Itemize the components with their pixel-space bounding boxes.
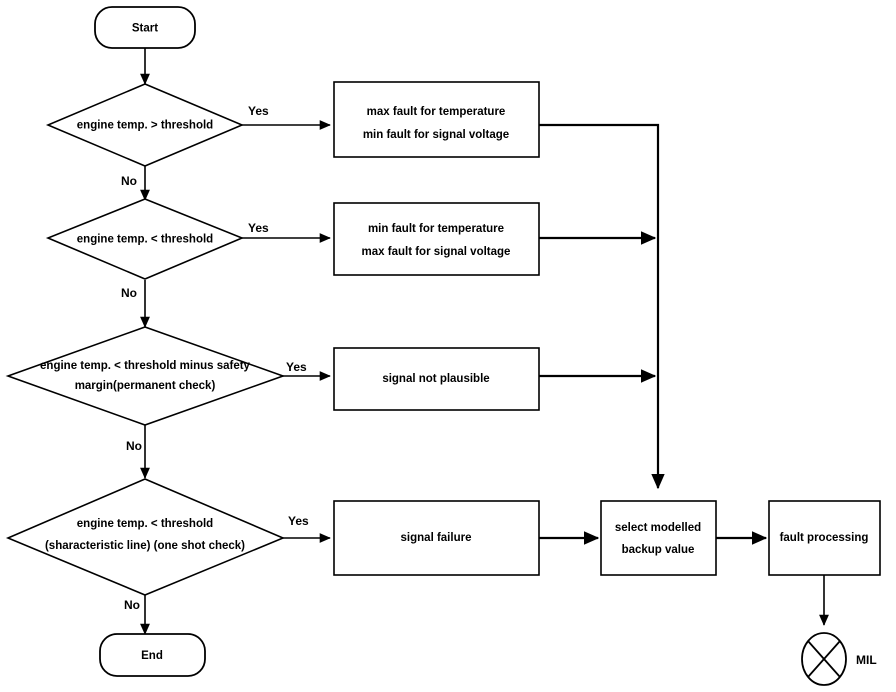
node-decision1-label: engine temp. > threshold <box>77 120 213 132</box>
node-process1-label-line2: min fault for signal voltage <box>363 129 509 141</box>
node-process1-label-line1: max fault for temperature <box>367 106 506 118</box>
edge-label-yes-2: Yes <box>248 221 269 235</box>
node-decision3[interactable] <box>5 326 286 426</box>
edge-label-no-3: No <box>126 439 142 453</box>
edge-label-yes-3: Yes <box>286 360 307 374</box>
node-process2-label-line1: min fault for temperature <box>368 223 504 235</box>
edge-label-no-4: No <box>124 598 140 612</box>
node-decision4[interactable] <box>5 478 286 596</box>
mil-lamp-cross-2-icon <box>807 640 841 678</box>
node-end-label: End <box>141 650 163 662</box>
node-decision3-label-line1: engine temp. < threshold minus safety <box>40 360 251 372</box>
node-end[interactable] <box>99 633 206 677</box>
edge-label-no-2: No <box>121 286 137 300</box>
node-decision2[interactable] <box>45 198 245 280</box>
node-fault-processing-label: fault processing <box>780 532 869 544</box>
node-process4[interactable] <box>333 500 540 576</box>
node-backup-label-line2: backup value <box>622 544 695 556</box>
edge-label-yes-4: Yes <box>288 514 309 528</box>
node-backup-label-line1: select modelled <box>615 522 701 534</box>
node-process4-label: signal failure <box>401 532 472 544</box>
node-decision2-label: engine temp. < threshold <box>77 234 213 246</box>
node-decision4-label-line2: (sharacteristic line) (one shot check) <box>45 540 245 552</box>
edge-label-yes-1: Yes <box>248 104 269 118</box>
connector-process1-to-backup <box>539 123 665 490</box>
node-start[interactable] <box>94 6 196 49</box>
node-process3[interactable] <box>333 347 540 411</box>
mil-label: MIL <box>856 653 877 667</box>
node-decision3-label-line2: margin(permanent check) <box>75 380 216 392</box>
node-process2-label-line2: max fault for signal voltage <box>362 246 511 258</box>
node-decision1[interactable] <box>45 83 245 167</box>
node-decision4-label-line1: engine temp. < threshold <box>77 518 213 530</box>
node-start-label: Start <box>132 23 158 35</box>
node-fault-processing[interactable] <box>768 500 881 576</box>
node-process2[interactable] <box>333 202 540 276</box>
edge-label-no-1: No <box>121 174 137 188</box>
node-process3-label: signal not plausible <box>382 373 489 385</box>
node-process1[interactable] <box>333 81 540 158</box>
node-select-backup-value[interactable] <box>600 500 717 576</box>
